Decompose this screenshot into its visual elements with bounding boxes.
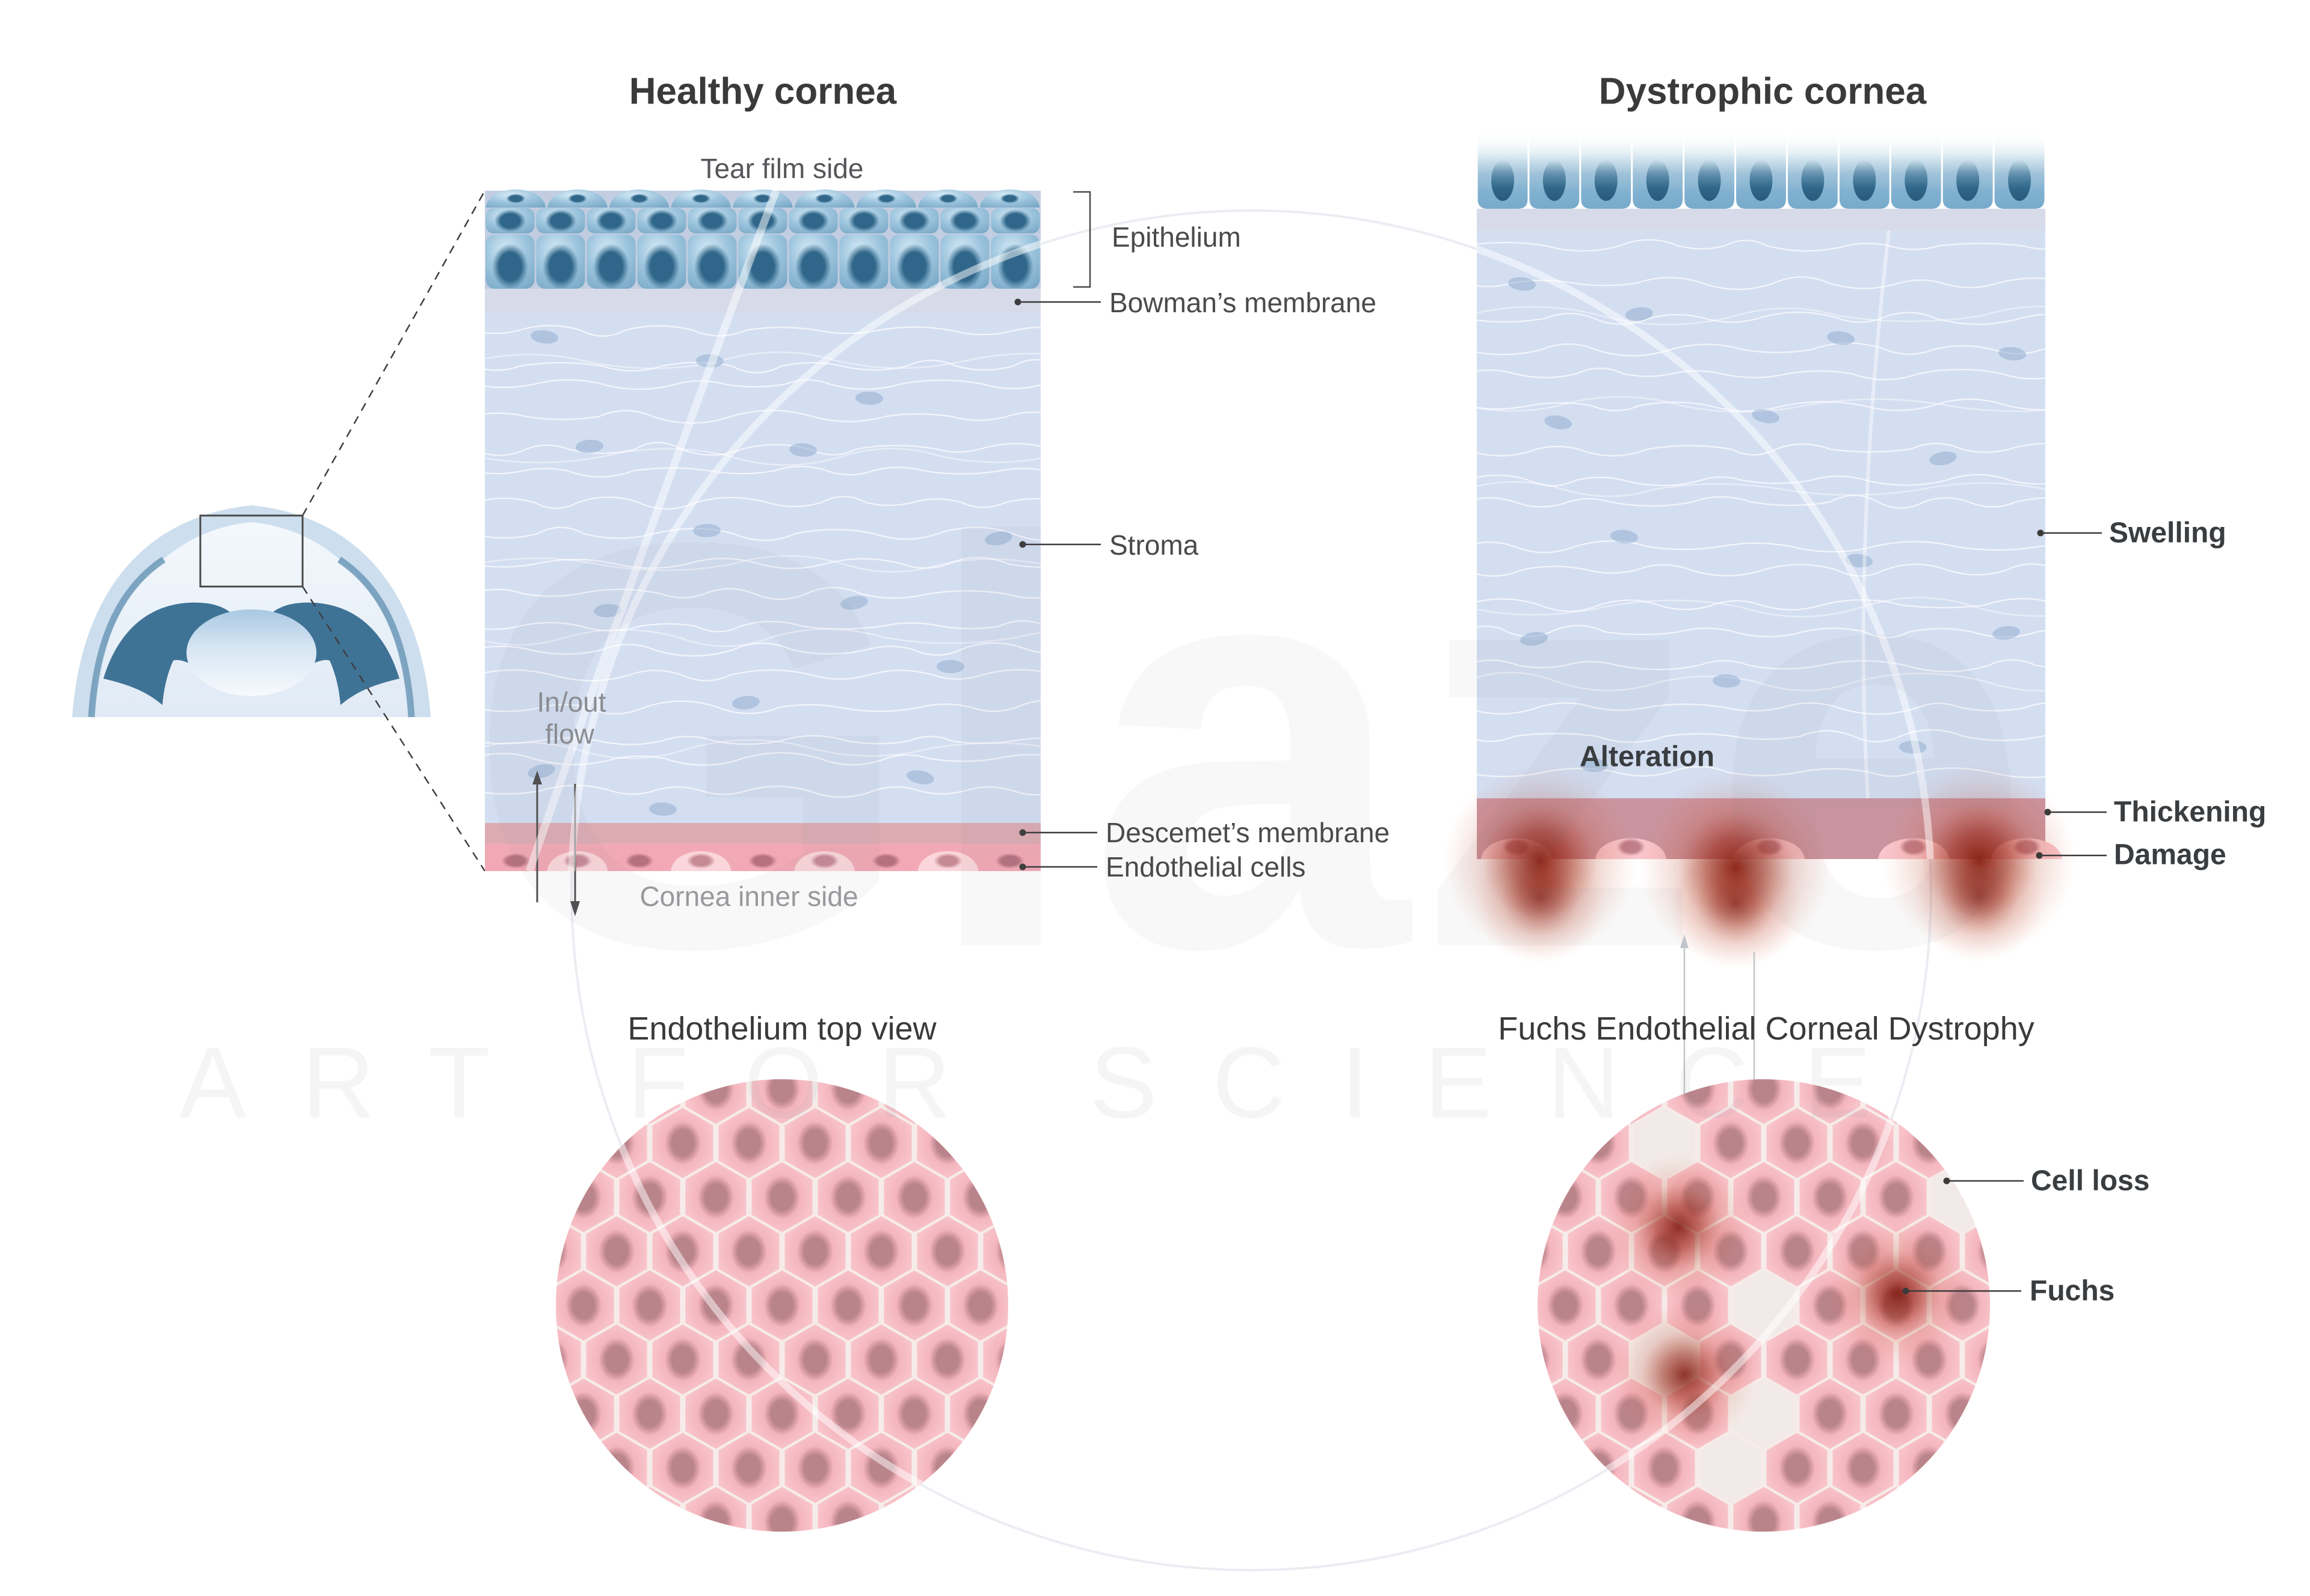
thickening-label: Thickening [2114,796,2267,828]
endothelial-cells-label: Endothelial cells [1106,851,1306,883]
tear-film-side-label: Tear film side [700,153,864,184]
alteration-label: Alteration [1579,741,1715,773]
healthy-cornea-title: Healthy cornea [629,70,897,112]
endothelium-top-view-title: Endothelium top view [627,1011,937,1047]
damage-label: Damage [2114,839,2226,871]
cell-loss-label: Cell loss [2031,1165,2150,1197]
dystrophic-cornea-title: Dystrophic cornea [1598,70,1927,112]
bowmans-membrane-label: Bowman’s membrane [1109,287,1377,318]
cornea-inner-side-label: Cornea inner side [639,881,858,912]
swelling-label: Swelling [2109,517,2226,549]
descemets-membrane-label: Descemet’s membrane [1106,817,1390,848]
fuchs-dystrophy-title: Fuchs Endothelial Corneal Dystrophy [1498,1011,2034,1047]
stroma-label: Stroma [1109,529,1199,561]
in-out-flow-label-line2: flow [545,718,594,750]
eye-cross-section [72,190,486,872]
epithelium-label: Epithelium [1112,221,1241,253]
in-out-flow-label-line1: In/out [537,686,606,718]
fuchs-label: Fuchs [2030,1275,2115,1307]
